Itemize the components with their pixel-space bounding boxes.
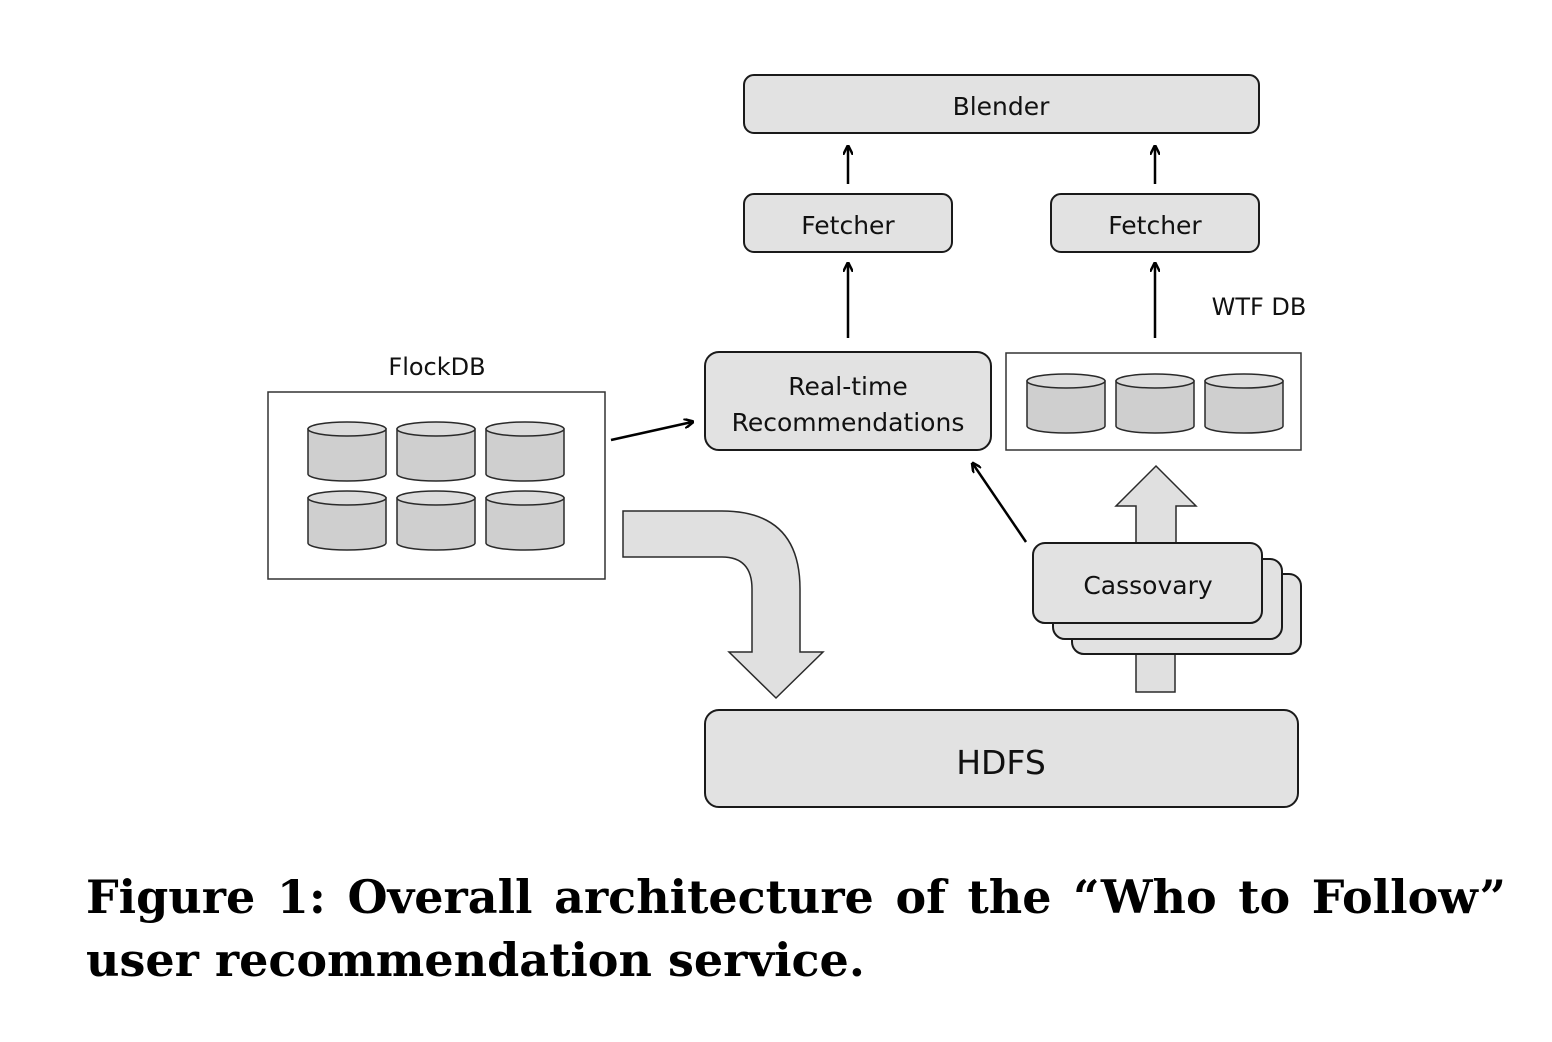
realtime-recommendations-node: Real-time Recommendations — [704, 351, 992, 451]
flockdb-label: FlockDB — [388, 353, 485, 381]
realtime-label-line1: Real-time — [788, 372, 907, 401]
flockdb-node — [267, 391, 606, 580]
blender-node: Blender — [743, 74, 1260, 134]
wtfdb-cylinder-3 — [1204, 373, 1284, 434]
blender-label: Blender — [953, 92, 1051, 121]
arrow-hdfs-to-cassovary — [1135, 649, 1176, 693]
fetcher-left-label: Fetcher — [801, 211, 895, 240]
fetcher-right-label: Fetcher — [1108, 211, 1202, 240]
cassovary-stack-front — [1032, 542, 1263, 624]
architecture-diagram: Blender Fetcher Fetcher Real-time Recomm… — [267, 74, 1307, 808]
arrow-cassovary-to-realtime — [973, 464, 1028, 543]
arrow-flockdb-to-hdfs — [622, 510, 825, 700]
arrow-flockdb-to-realtime — [610, 422, 692, 442]
arrow-cassovary-to-wtfdb — [1114, 464, 1198, 546]
flockdb-cylinder-4 — [307, 490, 387, 551]
flockdb-cylinder-2 — [396, 421, 476, 482]
flockdb-cylinder-5 — [396, 490, 476, 551]
flockdb-cylinder-6 — [485, 490, 565, 551]
wtfdb-node — [1005, 352, 1302, 451]
wtfdb-cylinder-1 — [1026, 373, 1106, 434]
wtfdb-cylinder-2 — [1115, 373, 1195, 434]
realtime-label-line2: Recommendations — [732, 408, 965, 437]
figure-caption: Figure 1: Overall architecture of the “W… — [86, 870, 1506, 987]
hdfs-node: HDFS — [704, 709, 1299, 808]
fetcher-left-node: Fetcher — [743, 193, 953, 253]
hdfs-label: HDFS — [956, 743, 1046, 782]
wtfdb-label: WTF DB — [1212, 293, 1307, 321]
fetcher-right-node: Fetcher — [1050, 193, 1260, 253]
flockdb-cylinder-3 — [485, 421, 565, 482]
cassovary-label: Cassovary — [1083, 571, 1213, 600]
flockdb-cylinder-1 — [307, 421, 387, 482]
cassovary-node: Cassovary — [1032, 542, 1302, 655]
